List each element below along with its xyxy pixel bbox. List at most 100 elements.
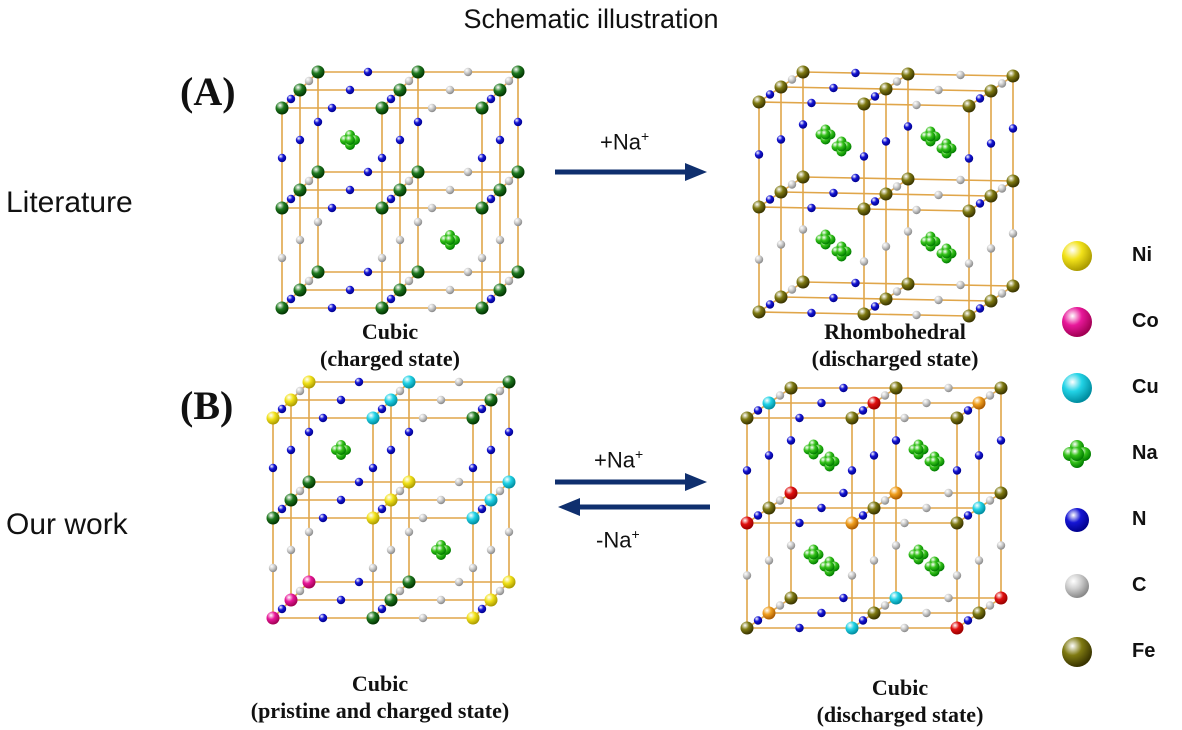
c-atom [277, 604, 287, 614]
c-atom [829, 293, 838, 303]
c-atom [985, 601, 995, 610]
c-atom [858, 616, 868, 625]
metal-atom [889, 591, 903, 605]
c-atom [377, 153, 387, 163]
c-atom [504, 176, 514, 186]
legend-item-n: N [1060, 504, 1180, 536]
c-atom [463, 67, 473, 77]
c-atom [277, 404, 287, 414]
metal-atom [311, 65, 325, 79]
c-atom [313, 117, 323, 127]
c-atom [922, 503, 931, 513]
metal-atom [366, 411, 380, 425]
c-atom [996, 436, 1006, 445]
metal-atom [984, 294, 998, 308]
metal-atom [475, 201, 489, 215]
na-ion-icon [908, 544, 929, 565]
caption-a-left: Cubic (charged state) [270, 318, 510, 372]
c-atom [386, 545, 396, 555]
c-atom [795, 413, 804, 423]
c-atom [742, 466, 752, 475]
metal-atom [857, 307, 871, 321]
na-ion-icon [936, 138, 957, 159]
caption-b-left: Cubic (pristine and charged state) [220, 670, 540, 724]
metal-atom [845, 411, 859, 425]
metal-atom [1006, 69, 1020, 83]
c-atom [869, 556, 879, 565]
metal-atom [475, 301, 489, 315]
c-atom [354, 477, 364, 487]
metal-atom [994, 591, 1008, 605]
c-atom [892, 287, 902, 296]
c-atom [869, 451, 879, 460]
lattice-a-cubic-charged [275, 65, 525, 315]
c-atom [386, 445, 396, 455]
c-atom [975, 199, 985, 208]
c-atom [787, 285, 797, 294]
metal-atom [752, 305, 766, 319]
c-atom [477, 504, 487, 514]
c-atom [986, 244, 996, 253]
c-atom [786, 436, 796, 445]
c-atom [386, 294, 396, 304]
lattice-b-cubic-pristine-charged [266, 375, 516, 625]
metal-atom [994, 381, 1008, 395]
metal-atom [962, 204, 976, 218]
c-atom [787, 180, 797, 189]
metal-atom [402, 375, 416, 389]
lattice-a-rhombohedral-discharged [752, 65, 1020, 323]
c-atom [753, 616, 763, 625]
c-atom [454, 377, 464, 387]
c-atom [404, 176, 414, 186]
metal-atom [774, 185, 788, 199]
c-atom [286, 94, 296, 104]
na-ion-icon [831, 241, 852, 262]
metal-atom [275, 101, 289, 115]
arrow-b-forward [555, 473, 707, 491]
legend-item-co: Co [1060, 306, 1180, 338]
na-ion-icon [924, 556, 945, 577]
metal-atom [484, 393, 498, 407]
c-atom [764, 556, 774, 565]
row-label-our-work: Our work [6, 508, 128, 541]
c-atom [477, 253, 487, 263]
arrow-a-forward [555, 163, 707, 181]
metal-atom [857, 97, 871, 111]
metal-atom [740, 621, 754, 635]
c-atom [304, 427, 314, 437]
c-atom [870, 302, 880, 311]
na-ion-icon [908, 439, 929, 460]
c-atom [891, 436, 901, 445]
c-atom [997, 79, 1007, 88]
caption-b-right-line2: (discharged state) [816, 702, 984, 727]
c-atom [486, 445, 496, 455]
c-atom [765, 195, 775, 204]
c-atom [495, 135, 505, 145]
na-ion-icon [340, 130, 360, 150]
c-atom [974, 556, 984, 565]
c-atom [754, 150, 764, 159]
c-atom [386, 94, 396, 104]
sphere-icon [1062, 637, 1092, 667]
na-ion-icon [331, 440, 351, 460]
c-atom [986, 139, 996, 148]
panel-b-label: (B) [180, 383, 234, 428]
c-atom [304, 176, 314, 186]
c-atom [975, 94, 985, 103]
c-atom [922, 398, 931, 408]
c-atom [454, 477, 464, 487]
c-atom [363, 167, 373, 177]
c-atom [1008, 229, 1018, 238]
c-atom [858, 406, 868, 415]
c-atom [839, 593, 848, 603]
na-ion-icon [815, 124, 836, 145]
na-ion-icon [831, 136, 852, 157]
sphere-icon [1062, 241, 1092, 271]
c-atom [881, 137, 891, 146]
c-atom [413, 117, 423, 127]
c-atom [395, 586, 405, 596]
c-atom [795, 518, 804, 528]
c-atom [304, 276, 314, 286]
caption-a-left-line1: Cubic [361, 319, 419, 344]
legend-item-fe: Fe [1060, 636, 1180, 668]
